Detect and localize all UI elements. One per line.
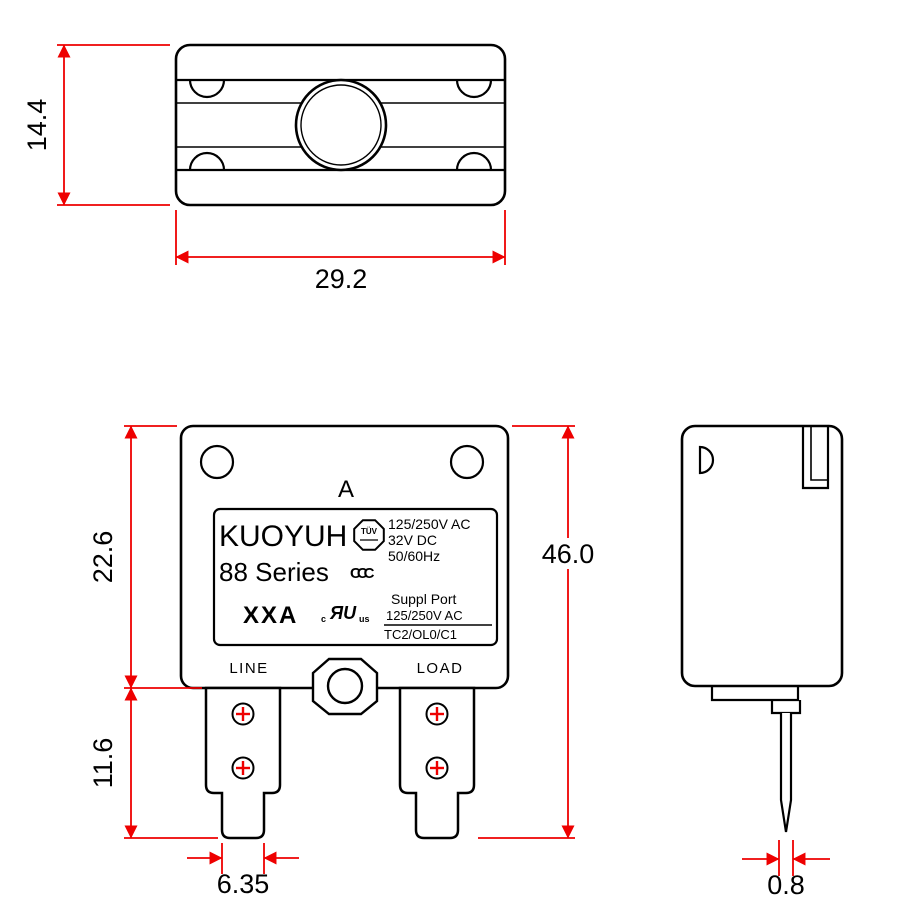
tuv-logo-icon: TÜV [353,519,385,551]
dim-blade-width [187,843,299,874]
dim-label-overall-height: 46.0 [542,539,595,569]
tuv-logo-text: TÜV [361,527,378,536]
front-view [179,424,510,840]
dim-blade-thickness [742,840,830,876]
side-body-outline [680,424,844,688]
dim-label-terminal-length: 11.6 [88,738,118,789]
crimp-mark [425,702,449,726]
side-view [680,424,844,833]
mounting-hole-right [449,444,485,480]
dim-label-blade-thickness: 0.8 [767,870,805,900]
suppl-port-title: Suppl Port [391,591,456,607]
voltage-ac-text: 125/250V AC [388,516,471,532]
ul-recognized-logo-icon: c ЯU us [321,603,370,624]
approval-code-text: TC2/OL0/C1 [384,627,457,642]
rating-text: XXA [243,602,298,629]
latch-slot-inner [810,427,828,481]
side-boss-arc [698,445,715,475]
label-panel [212,507,499,647]
dim-label-top-width: 29.2 [315,264,368,294]
crimp-mark [231,756,255,780]
brand-text: KUOYUH [219,520,347,553]
terminal-crimp-marks [231,702,449,780]
latch-slot-outer [801,427,830,490]
corner-boss-arc-tl [188,79,226,99]
dim-label-blade-width: 6.35 [217,869,270,899]
corner-boss-arc-bl [188,151,226,171]
dim-terminal-length [124,687,218,839]
corner-boss-arc-br [455,151,493,171]
dim-overall-height [478,425,575,839]
ul-logo-c: c [321,614,326,624]
crimp-mark [231,702,255,726]
suppl-port-rating: 125/250V AC [386,608,463,623]
frequency-text: 50/60Hz [388,548,440,564]
blade-edge-profile [779,713,793,833]
actuator-button-top [294,78,388,172]
variant-marker: A [338,476,354,503]
dim-label-top-height: 14.4 [22,99,52,152]
load-terminal-label: LOAD [417,660,464,677]
crimp-mark [425,756,449,780]
actuator-button-inner [300,84,382,166]
series-text: 88 Series [219,557,329,587]
bottom-step [710,686,800,702]
dim-top-view-width [175,210,506,265]
mounting-hole-left [199,444,235,480]
line-terminal-label: LINE [229,660,268,677]
ul-logo-us: us [359,614,370,624]
voltage-dc-text: 32V DC [388,532,437,548]
dim-top-view-height [57,44,170,206]
actuator-boss-circle [326,667,364,705]
ul-logo-main: ЯU [329,603,357,623]
dim-label-mask [536,538,600,569]
dim-label-body-height: 22.6 [88,531,118,584]
blade-collar [770,700,802,715]
corner-boss-arc-tr [455,79,493,99]
top-view [174,43,507,207]
